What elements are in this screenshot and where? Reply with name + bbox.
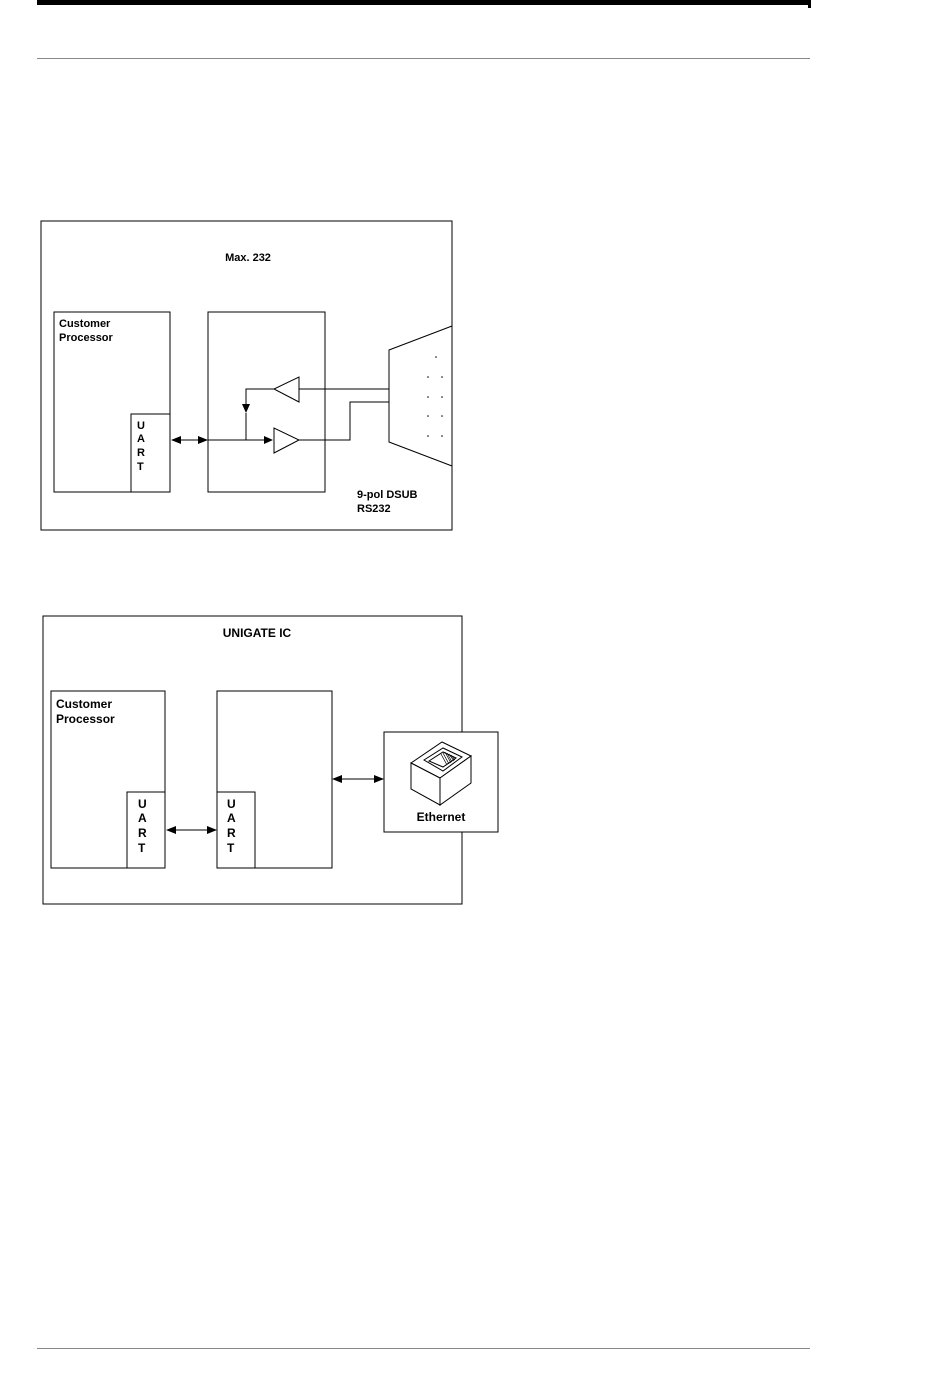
uart-left-letter-r: R	[138, 826, 147, 840]
unigate-uart-right-box	[217, 792, 255, 868]
uart-left-letter-t: T	[138, 841, 146, 855]
uart-left-letter-a: A	[138, 811, 147, 825]
connector-label-line2: RS232	[357, 503, 391, 515]
dsub-connector-shape	[389, 326, 452, 466]
customer-processor-label-line2: Processor	[59, 332, 114, 344]
receiver-down-arrowhead	[242, 404, 250, 413]
max232-outer-frame	[41, 221, 452, 530]
receiver-buffer-triangle	[274, 377, 299, 402]
uart-right-letter-r: R	[227, 826, 236, 840]
unigate-processor-label-line1: Customer	[56, 697, 112, 711]
customer-processor-label-line1: Customer	[59, 318, 111, 330]
receiver-output-line	[246, 389, 274, 406]
max232-title: Max. 232	[225, 252, 271, 264]
transmitter-output-line	[299, 402, 389, 440]
unigate-title: UNIGATE IC	[223, 626, 292, 640]
connector-label-line1: 9-pol DSUB	[357, 489, 418, 501]
transmitter-buffer-triangle	[274, 428, 299, 453]
uart-left-letter-u: U	[138, 797, 147, 811]
uart-letter-r: R	[137, 447, 145, 459]
transmitter-arrowhead	[264, 436, 273, 444]
uart-letter-u: U	[137, 420, 145, 432]
uart-right-letter-a: A	[227, 811, 236, 825]
uart-letter-t: T	[137, 461, 144, 473]
uart-letter-a: A	[137, 433, 145, 445]
unigate-processor-label-line2: Processor	[56, 712, 115, 726]
uart-right-letter-t: T	[227, 841, 235, 855]
uart-right-letter-u: U	[227, 797, 236, 811]
max232-chip-box	[208, 312, 325, 492]
dsub-pin-dots	[427, 356, 443, 437]
ethernet-label: Ethernet	[417, 810, 466, 824]
